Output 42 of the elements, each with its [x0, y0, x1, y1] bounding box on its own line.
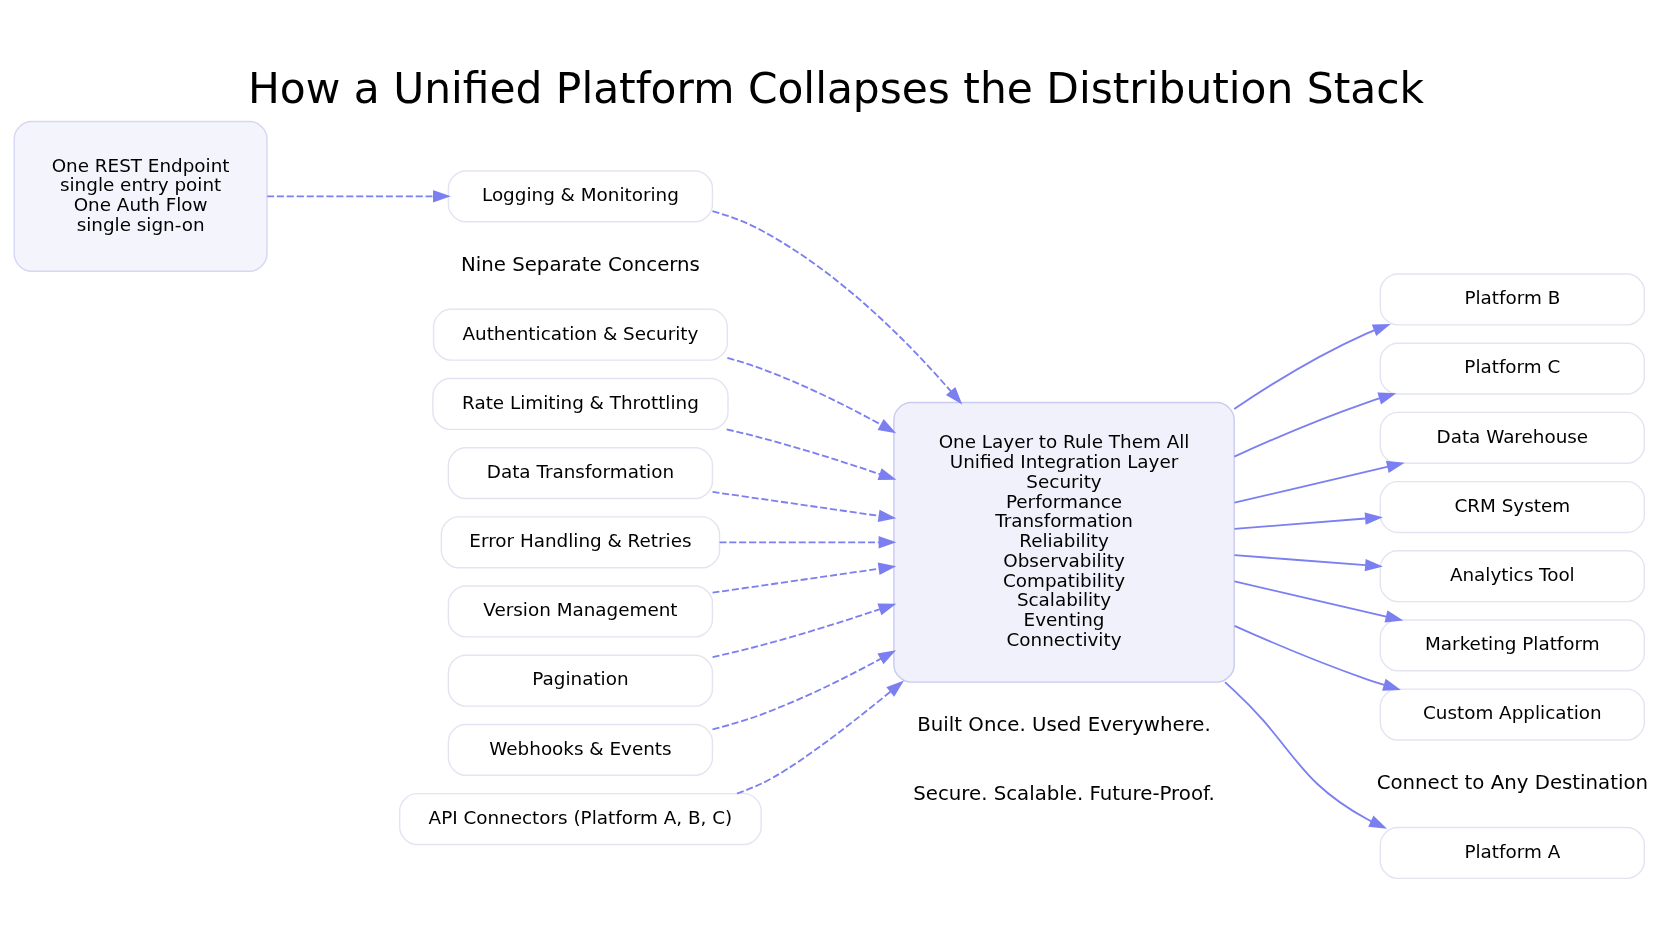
- node-box: Pagination: [447, 654, 714, 707]
- node-box: Logging & Monitoring: [447, 169, 714, 222]
- arrow: [1233, 460, 1405, 504]
- node-box: Marketing Platform: [1379, 618, 1646, 671]
- label: Secure. Scalable. Future-Proof.: [913, 781, 1215, 805]
- node-box: Analytics Tool: [1379, 549, 1646, 602]
- arrow: [1233, 511, 1383, 530]
- arrow: [711, 490, 897, 522]
- node-box: Version Management: [447, 584, 714, 638]
- node-box: Webhooks & Events: [447, 723, 714, 776]
- node-box: One Layer to Rule Them All Unified Integration Layer Security Performance Transformation Reliability Observability Compatibility Scalability Eventing Connectivity: [893, 401, 1235, 683]
- label: Connect to Any Destination: [1376, 770, 1649, 794]
- arrow: [736, 680, 904, 794]
- node-box: Platform C: [1379, 342, 1646, 395]
- arrow: [1233, 323, 1391, 410]
- arrow: [266, 189, 451, 203]
- arrow: [1233, 391, 1397, 458]
- node-box: Error Handling & Retries: [440, 515, 721, 568]
- node-box: One REST Endpoint single entry point One Auth Flow single sign-on: [13, 120, 268, 272]
- arrow: [711, 649, 896, 730]
- label: Built Once. Used Everywhere.: [917, 712, 1211, 736]
- arrow: [711, 562, 897, 594]
- node-box: CRM System: [1379, 480, 1646, 533]
- arrow: [1224, 680, 1388, 829]
- node-box: Platform A: [1379, 826, 1646, 879]
- node-box: Platform B: [1379, 272, 1646, 326]
- node-box: API Connectors (Platform A, B, C): [399, 792, 762, 845]
- node-box: Authentication & Security: [432, 308, 728, 361]
- arrow: [718, 535, 897, 549]
- node-box: Data Transformation: [447, 446, 714, 499]
- arrow: [711, 209, 963, 405]
- arrow: [1233, 624, 1401, 691]
- arrow: [1233, 580, 1404, 623]
- diagram-title: How a Unified Platform Collapses the Distribution Stack: [247, 63, 1425, 113]
- arrow: [725, 427, 897, 480]
- arrow: [711, 602, 897, 658]
- node-box: Data Warehouse: [1379, 411, 1646, 464]
- arrow: [1233, 553, 1383, 571]
- label: Nine Separate Concerns: [460, 252, 700, 276]
- arrow: [726, 356, 897, 433]
- node-box: Custom Application: [1379, 687, 1646, 741]
- node-box: Rate Limiting & Throttling: [432, 377, 729, 430]
